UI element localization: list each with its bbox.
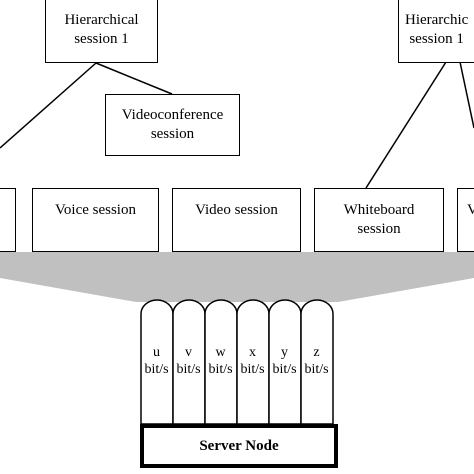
server-node-label: Server Node bbox=[199, 437, 279, 454]
bandwidth-pipe bbox=[300, 299, 334, 425]
pipe-label-x: x bit/s bbox=[240, 345, 265, 377]
connector-line bbox=[459, 61, 474, 129]
right-edge-session-box: V bbox=[457, 188, 474, 252]
whiteboard-session-label: Whiteboard session bbox=[343, 202, 415, 237]
voice-session-label: Voice session bbox=[55, 202, 136, 218]
pipe-label-w: w bit/s bbox=[208, 345, 233, 377]
voice-session-box: Voice session bbox=[32, 188, 159, 252]
hierarchical-session-2-box: Hierarchic session 1 bbox=[398, 0, 474, 63]
pipe-label-u: u bit/s bbox=[144, 345, 169, 377]
aggregation-funnel bbox=[0, 252, 474, 302]
whiteboard-session-box: Whiteboard session bbox=[314, 188, 444, 252]
right-edge-session-label: V bbox=[467, 202, 474, 218]
hierarchical-session-1-box: Hierarchical session 1 bbox=[45, 0, 158, 63]
connector-line bbox=[95, 62, 173, 95]
pipe-label-z: z bit/s bbox=[304, 345, 329, 377]
server-node-box: Server Node bbox=[140, 424, 338, 468]
left-edge-session-box bbox=[0, 188, 16, 252]
hierarchical-session-1-label: Hierarchical session 1 bbox=[64, 12, 139, 47]
videoconference-session-box: Videoconference session bbox=[105, 94, 240, 156]
pipe-label-y: y bit/s bbox=[272, 345, 297, 377]
video-session-label: Video session bbox=[195, 202, 278, 218]
videoconference-session-label: Videoconference session bbox=[121, 107, 224, 142]
hierarchical-session-2-label: Hierarchic session 1 bbox=[405, 12, 469, 47]
connector-line bbox=[0, 62, 97, 149]
video-session-box: Video session bbox=[172, 188, 301, 252]
pipe-label-v: v bit/s bbox=[176, 345, 201, 377]
connector-line bbox=[365, 61, 447, 189]
